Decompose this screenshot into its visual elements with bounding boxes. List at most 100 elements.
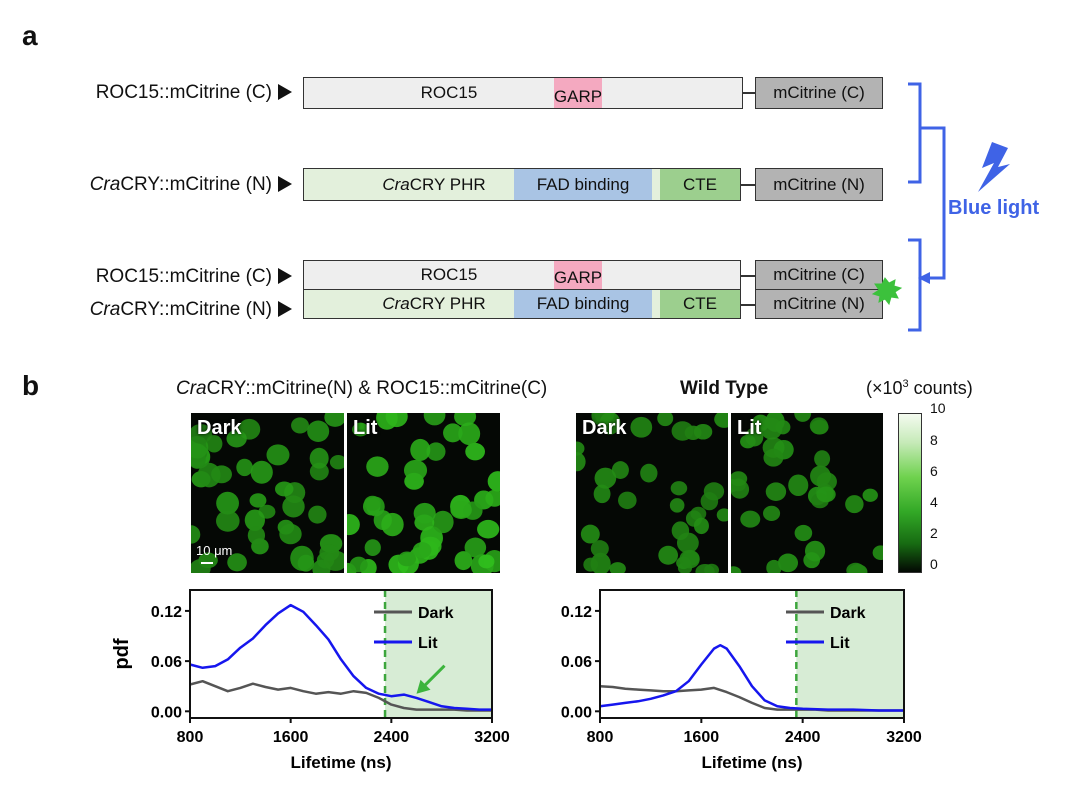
- cell-blob: [443, 423, 463, 443]
- cell-blob: [308, 505, 327, 524]
- cell-blob: [236, 458, 253, 477]
- cell-blob: [450, 500, 472, 519]
- cell-blob: [814, 450, 831, 468]
- triangle-arrow-icon: [278, 301, 292, 317]
- cell-blob: [803, 552, 821, 569]
- cell-blob: [376, 413, 398, 430]
- cell-blob: [599, 413, 621, 435]
- cell-blob: [290, 545, 314, 571]
- linker-line: [743, 92, 755, 94]
- garp-label: GARP: [553, 87, 603, 106]
- legend-label-dark: Dark: [418, 605, 454, 622]
- cell-blob: [249, 493, 267, 508]
- combined-roc15-bar: ROC15 GARP: [303, 260, 741, 290]
- combined-label-cracry: CraCRY::mCitrine (N): [90, 299, 292, 321]
- colorbar-tick: 0: [930, 556, 938, 572]
- cell-blob: [478, 554, 495, 569]
- title-left-italic: Cra: [176, 378, 207, 399]
- cell-blob: [244, 509, 265, 531]
- y-tick-label: 0.12: [151, 604, 182, 621]
- cell-blob: [609, 562, 626, 573]
- image-label-lit: Lit: [353, 417, 378, 439]
- cell-blob: [423, 413, 446, 426]
- micro-image-left-dark: Dark 10 μm: [191, 413, 344, 573]
- cell-blob: [216, 491, 239, 515]
- top-bracket: [908, 82, 946, 280]
- linker-line: [741, 184, 755, 186]
- x-tick-label: 2400: [374, 729, 410, 746]
- plot-frame: [189, 589, 493, 719]
- combined-mcitrine-c-box: mCitrine (C): [755, 260, 883, 290]
- cell-blob: [670, 481, 688, 496]
- construct-label-roc15: ROC15::mCitrine (C): [96, 82, 292, 104]
- cell-blob: [477, 519, 500, 539]
- star-burst-icon: [871, 277, 903, 306]
- cell-blob: [307, 420, 330, 442]
- roc15-domain-label: ROC15: [420, 83, 478, 102]
- cell-blob: [788, 474, 809, 497]
- colorbar-tick: 8: [930, 432, 938, 448]
- combined-cte-domain: CTE: [660, 290, 740, 318]
- legend-label-lit: Lit: [418, 635, 438, 652]
- colorbar: [898, 413, 922, 573]
- cell-blob: [485, 489, 500, 507]
- x-axis-label: Lifetime (ns): [290, 753, 391, 772]
- legend-label-lit: Lit: [830, 635, 850, 652]
- cell-blob: [593, 484, 611, 504]
- cell-blob: [594, 467, 617, 489]
- cell-blob: [576, 452, 586, 472]
- cell-blob: [464, 537, 487, 558]
- cell-blob: [590, 540, 609, 558]
- combined-garp-label: GARP: [553, 268, 603, 287]
- cell-blob: [197, 462, 221, 488]
- cell-blob: [426, 442, 446, 461]
- combined-garp-domain: GARP: [554, 261, 602, 289]
- construct-label-cracry-italic: Cra: [89, 174, 121, 195]
- cell-blob: [809, 417, 829, 435]
- cell-blob: [671, 421, 694, 441]
- colorbar-title: (×103 counts): [866, 378, 973, 399]
- cell-blob: [366, 456, 389, 477]
- colorbar-tick: 10: [930, 400, 946, 416]
- cell-blob: [763, 505, 781, 521]
- construct-label-cracry-text: CRY::mCitrine (N): [120, 174, 272, 195]
- title-left: CraCRY::mCitrine(N) & ROC15::mCitrine(C): [176, 378, 547, 400]
- cell-blob: [763, 448, 784, 467]
- mcitrine-n-box: mCitrine (N): [755, 168, 883, 201]
- cell-blob: [794, 524, 813, 542]
- cell-blob: [364, 539, 381, 557]
- combined-label-cracry-italic: Cra: [89, 299, 121, 320]
- cell-blob: [191, 424, 213, 444]
- cell-blob: [862, 488, 878, 502]
- linker-line: [741, 304, 755, 306]
- x-tick-label: 1600: [273, 729, 309, 746]
- cell-blob: [679, 549, 700, 569]
- x-tick-label: 800: [177, 729, 204, 746]
- colorbar-tick: 6: [930, 463, 938, 479]
- cracry-phr-rest: CRY PHR: [409, 174, 486, 194]
- cell-blob: [454, 551, 473, 571]
- combined-cracry-phr-rest: CRY PHR: [409, 294, 486, 313]
- cell-blob: [766, 559, 782, 573]
- cell-blob: [611, 461, 629, 479]
- cell-blob: [669, 498, 685, 513]
- lightning-bolt-icon: [978, 142, 1010, 192]
- cell-blob: [216, 510, 240, 532]
- cell-blob: [658, 545, 679, 565]
- cell-field: [191, 413, 344, 573]
- roc15-bar: ROC15 GARP: [303, 77, 743, 109]
- cell-blob: [227, 553, 247, 572]
- combined-label-roc15: ROC15::mCitrine (C): [96, 266, 292, 288]
- construct-label-cracry: CraCRY::mCitrine (N): [90, 174, 292, 196]
- image-label-dark: Dark: [197, 417, 242, 439]
- colorbar-ticks: 10 8 6 4 2 0: [924, 398, 964, 578]
- colorbar-title-post: counts): [908, 378, 973, 398]
- triangle-arrow-icon: [278, 176, 292, 192]
- cell-blob: [397, 551, 417, 567]
- cell-blob: [765, 482, 787, 501]
- image-label-dark: Dark: [582, 417, 627, 439]
- cell-blob: [693, 517, 709, 535]
